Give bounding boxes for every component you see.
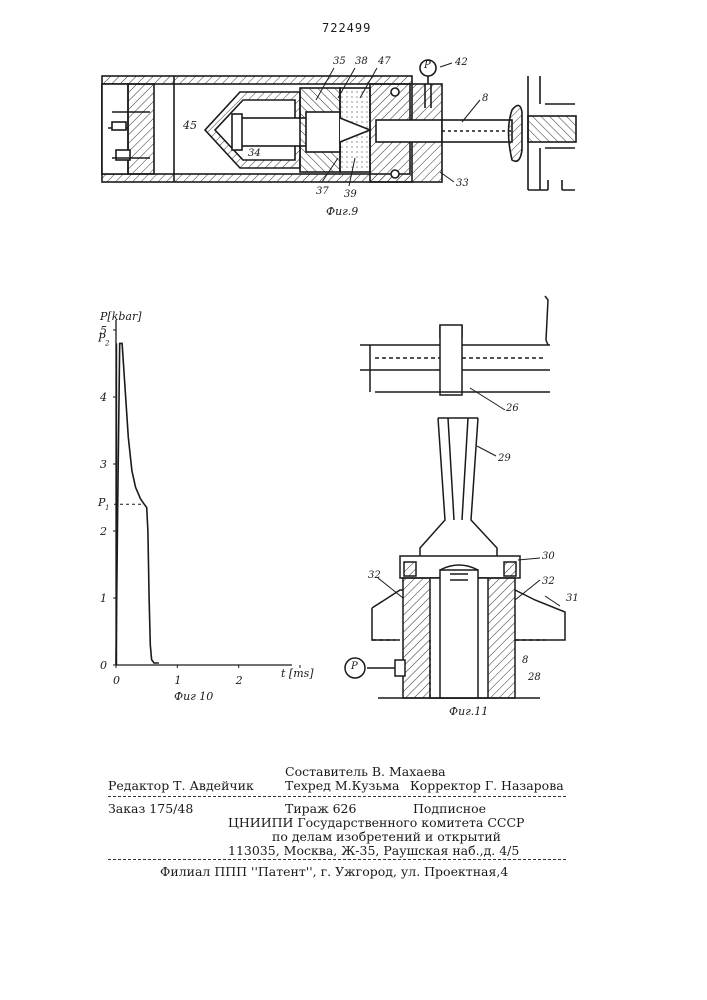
fig11-label-32-left: 32 (368, 570, 381, 581)
chart-annotation-p2-subscript: 2 (104, 339, 110, 347)
fig11-label-32-right: 32 (542, 576, 555, 587)
chart-annotation-p1-subscript: 1 (105, 504, 109, 512)
chart-y-axis-label: P[kbar] (100, 310, 142, 323)
imprint-editor: Редактор Т. Авдейчик (108, 778, 254, 793)
imprint-subscription: Подписное (413, 801, 486, 816)
fig11-label-29: 29 (498, 453, 511, 464)
chart-annotation-p1: P (97, 496, 106, 509)
chart-y-tick-label: 0 (100, 659, 107, 672)
chart-x-tick-label: 1 (174, 674, 181, 687)
imprint-order: Заказ 175/48 (108, 801, 193, 816)
fig11-gauge-label: P (351, 661, 358, 672)
fig9-gauge-label: P (424, 60, 431, 71)
fig11-label-8: 8 (522, 655, 528, 666)
chart-annotation-p2: P (97, 331, 106, 344)
chart-y-tick-label: 3 (100, 458, 107, 471)
fig11-label-31: 31 (566, 593, 579, 604)
chart-y-tick-label: 4 (99, 391, 107, 404)
imprint-compiler: Составитель В. Махаева (285, 764, 446, 779)
imprint-address: 113035, Москва, Ж-35, Раушская наб.,д. 4… (228, 843, 519, 858)
chart-y-tick-label: 2 (99, 525, 107, 538)
imprint-org-line2: по делам изобретений и открытий (272, 829, 501, 844)
imprint-corrector: Корректор Г. Назарова (410, 778, 564, 793)
chart-x-tick-label: 0 (113, 674, 120, 687)
imprint-divider-top (108, 796, 566, 797)
fig11-label-28: 28 (528, 672, 541, 683)
fig11-caption: Фиг.11 (449, 705, 488, 718)
fig10-caption: Фиг 10 (174, 690, 213, 703)
fig11-label-30: 30 (542, 551, 555, 562)
fig9-label-33: 33 (456, 178, 469, 189)
fig9-label-39: 39 (344, 189, 357, 200)
chart-x-tick-label: 2 (235, 674, 243, 687)
chart-x-axis-label: t [ms] (281, 667, 314, 680)
imprint-circulation: Тираж 626 (285, 801, 356, 816)
fig9-label-35: 35 (333, 56, 346, 67)
fig9-label-34: 34 (248, 148, 261, 159)
chart-y-tick-label: 1 (100, 592, 107, 605)
imprint-branch: Филиал ППП ''Патент'', г. Ужгород, ул. П… (160, 864, 508, 879)
fig9-label-42: 42 (455, 57, 468, 68)
chart-series-line (116, 343, 159, 665)
imprint-techeditor: Техред М.Кузьма (285, 778, 399, 793)
fig9-label-45: 45 (183, 119, 197, 132)
fig9-label-38: 38 (355, 56, 368, 67)
imprint-org-line1: ЦНИИПИ Государственного комитета СССР (228, 815, 524, 830)
chart-y-tick-label: 5 (100, 324, 107, 337)
fig11-label-26: 26 (506, 403, 519, 414)
fig9-label-37: 37 (316, 186, 329, 197)
fig9-label-8: 8 (482, 93, 488, 104)
fig9-caption: Фиг.9 (326, 205, 358, 218)
patent-number: 722499 (322, 21, 371, 35)
imprint-divider-bottom (108, 859, 566, 860)
fig9-label-47: 47 (378, 56, 391, 67)
